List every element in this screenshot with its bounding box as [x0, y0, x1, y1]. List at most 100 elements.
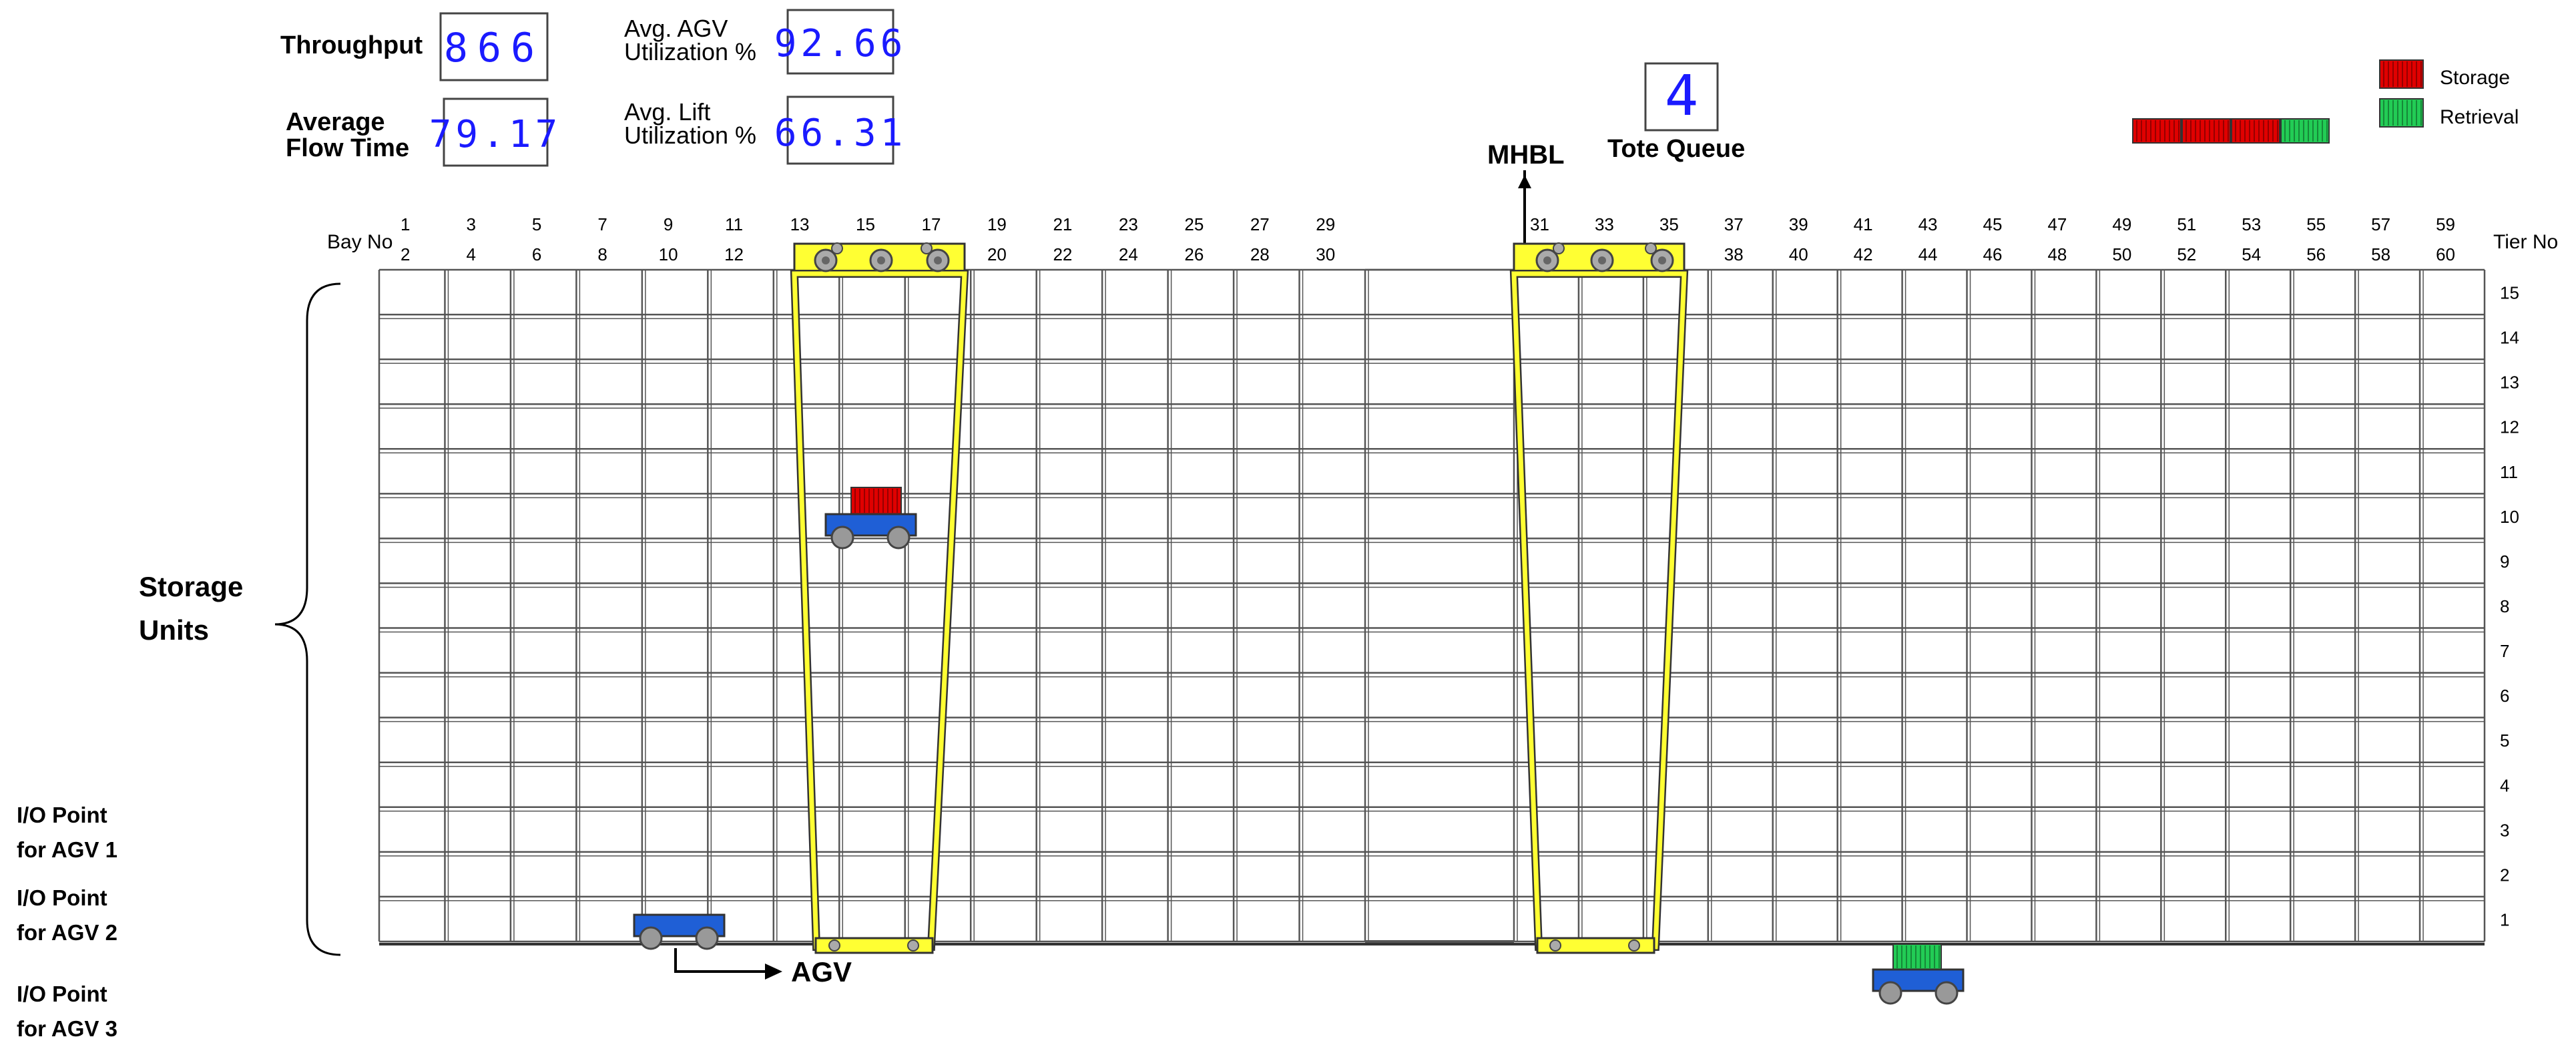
agv-3-retrieval-tote	[1892, 943, 1942, 970]
io-point-agv2-line2: for AGV 2	[17, 920, 117, 945]
agv-2-wheel-left	[639, 926, 663, 950]
avg-flow-label-2: Flow Time	[286, 134, 409, 162]
bay-label-odd: 53	[2242, 214, 2261, 234]
bay-label-odd: 23	[1119, 214, 1138, 234]
lift-2-pulley-left	[1535, 242, 1565, 272]
tier-label: 14	[2500, 328, 2519, 348]
bay-label-even: 30	[1316, 244, 1335, 264]
bay-label-odd: 55	[2306, 214, 2326, 234]
lift-1-roller-right	[907, 939, 919, 951]
agv-3-wheel-left	[1878, 981, 1902, 1005]
agv-util-label-1: Avg. AGV	[624, 15, 728, 42]
tier-label: 8	[2500, 596, 2509, 616]
bay-label-even: 46	[1983, 244, 2003, 264]
bay-label-odd: 49	[2112, 214, 2131, 234]
bay-label-odd: 17	[922, 214, 941, 234]
queue-tote-storage	[2231, 118, 2280, 144]
queue-tote-storage	[2132, 118, 2181, 144]
tote-queue-value: 4	[1665, 63, 1699, 128]
lift-util-value: 66.31	[774, 112, 907, 155]
bay-label-even: 42	[1854, 244, 1873, 264]
tote-queue-display	[1644, 62, 1719, 132]
tier-label: 10	[2500, 507, 2519, 527]
bay-label-odd: 45	[1983, 214, 2003, 234]
throughput-value: 866	[444, 25, 544, 71]
agv-2	[633, 913, 726, 950]
bay-label-odd: 41	[1854, 214, 1873, 234]
bay-label-odd: 47	[2047, 214, 2067, 234]
agv-label: AGV	[791, 956, 852, 988]
agv-1-storage-tote	[850, 487, 902, 515]
tier-label: 11	[2500, 462, 2518, 482]
agv-1-wheel-right	[886, 525, 911, 550]
bay-label-even: 6	[532, 244, 541, 264]
agv-1-tote-box	[850, 487, 902, 515]
lift-2-platform	[1536, 937, 1655, 954]
lift-2-pulley-right	[1645, 242, 1674, 272]
tier-label: 3	[2500, 820, 2509, 840]
bay-label-odd: 37	[1724, 214, 1744, 234]
tier-label: 1	[2500, 909, 2509, 929]
tier-label: 9	[2500, 552, 2509, 572]
bay-label-odd: 29	[1316, 214, 1335, 234]
bay-label-odd: 27	[1250, 214, 1270, 234]
tier-label: 5	[2500, 730, 2509, 751]
lift-2-frame	[1511, 271, 1687, 949]
agv-util-value: 92.66	[774, 22, 907, 65]
bay-label-even: 58	[2371, 244, 2390, 264]
lift-util-label-2: Utilization %	[624, 122, 756, 149]
lift-2-pulley-center	[1590, 248, 1614, 272]
bay-label-even: 2	[401, 244, 410, 264]
lift-1-pulley-center	[869, 248, 893, 272]
legend: Storage Retrieval	[2379, 59, 2519, 128]
tier-label: 13	[2500, 373, 2519, 393]
bay-label-odd: 11	[725, 214, 743, 234]
legend-storage-swatch-box	[2379, 59, 2424, 89]
bay-label-odd: 5	[532, 214, 541, 234]
bay-label-odd: 9	[664, 214, 673, 234]
tier-label: 12	[2500, 417, 2519, 437]
tote-queue-label: Tote Queue	[1607, 135, 1745, 163]
tier-label: 15	[2500, 283, 2519, 303]
bay-label-even: 22	[1053, 244, 1072, 264]
rack-grid	[378, 268, 2486, 945]
lift-2-roller-right	[1628, 939, 1640, 951]
bay-label-even: 54	[2242, 244, 2261, 264]
throughput-label: Throughput	[280, 31, 423, 59]
io-point-agv2-line1: I/O Point	[17, 885, 107, 910]
agv-3-tote-box	[1892, 943, 1942, 970]
bay-label-even: 20	[987, 244, 1007, 264]
lift-1-pulley-left	[814, 242, 843, 272]
bay-label-even: 56	[2306, 244, 2326, 264]
legend-retrieval-swatch	[2379, 98, 2424, 128]
storage-units-brace	[274, 282, 341, 956]
agv-2-wheel-right	[695, 926, 719, 950]
bay-label-odd: 19	[987, 214, 1007, 234]
lift-2-roller-left	[1549, 939, 1561, 951]
lift-1	[790, 242, 969, 954]
bay-label-even: 24	[1119, 244, 1138, 264]
agv-util-display	[786, 9, 894, 75]
agv-3	[1872, 943, 1965, 1005]
tier-label: 2	[2500, 865, 2509, 885]
lift-util-display	[786, 95, 894, 165]
lift-1-pulley-right	[921, 242, 950, 272]
bay-label-even: 50	[2112, 244, 2131, 264]
bay-label-even: 28	[1250, 244, 1270, 264]
lift-2	[1509, 242, 1689, 954]
bay-label-odd: 25	[1184, 214, 1204, 234]
bay-label-odd: 3	[466, 214, 475, 234]
agv-3-wheel-right	[1935, 981, 1959, 1005]
storage-units-label-1: Storage	[139, 571, 243, 602]
io-point-agv3-line1: I/O Point	[17, 982, 107, 1006]
avg-flow-display	[443, 97, 549, 167]
throughput-display	[439, 12, 549, 81]
bay-label-odd: 7	[597, 214, 607, 234]
bay-label-odd: 31	[1530, 214, 1549, 234]
legend-storage-label: Storage	[2440, 67, 2510, 89]
agv-1	[824, 487, 917, 550]
legend-retrieval-swatch-box	[2379, 98, 2424, 128]
bay-no-label: Bay No	[327, 231, 393, 253]
